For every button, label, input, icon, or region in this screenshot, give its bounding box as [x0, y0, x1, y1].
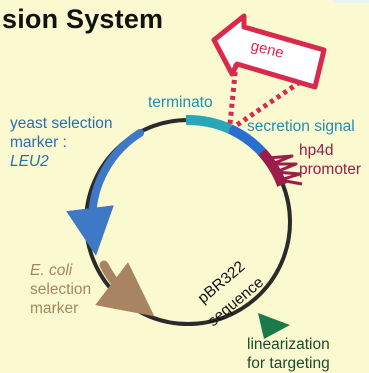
top-right-rule: [333, 0, 369, 3]
zigzag-promoter-icon: [267, 154, 303, 186]
ecoli-marker-label-line2: selection: [30, 281, 92, 298]
yeast-marker-label-line2: marker :: [10, 134, 67, 151]
triangle-marker-icon: [258, 313, 290, 339]
linearization-label-line1: linearization: [247, 336, 330, 353]
secretion-signal-segment: [227, 124, 266, 156]
promoter-label-line1: hp4d: [299, 142, 334, 159]
page-title: sion System: [2, 4, 164, 34]
promoter-segment: [258, 148, 287, 187]
promoter-label-line2: promoter: [299, 161, 362, 178]
yeast-marker-label-line3: LEU2: [10, 153, 49, 170]
ecoli-marker-arrow: [95, 260, 155, 317]
yeast-marker-arrow: [66, 129, 144, 256]
yeast-marker-label-line1: yeast selection: [10, 115, 113, 132]
ecoli-marker-label-line3: marker: [30, 300, 79, 317]
ecoli-marker-label-line1: E. coli: [30, 262, 73, 279]
secretion-signal-label: secretion signal: [247, 118, 355, 135]
linearization-label-line2: for targeting: [247, 355, 330, 372]
terminator-label: terminato: [148, 94, 213, 111]
terminator-segment: [185, 114, 233, 134]
insertion-guide-lines: [227, 63, 302, 130]
